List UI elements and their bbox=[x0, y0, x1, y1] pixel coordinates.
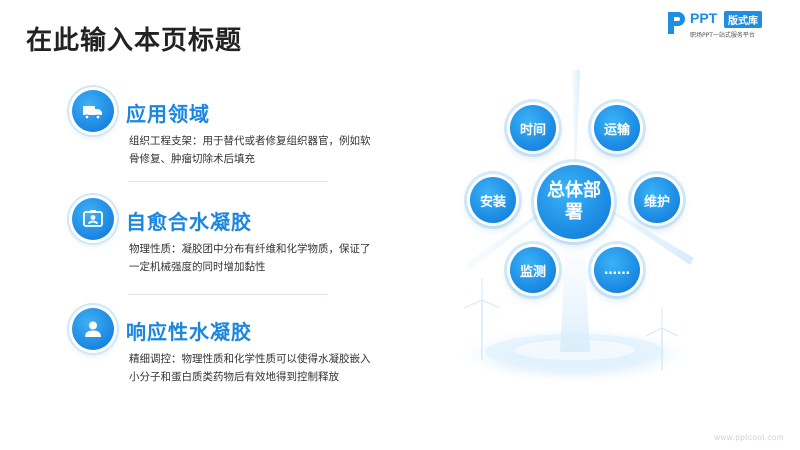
feature-heading: 应用领域 bbox=[126, 102, 210, 126]
node-time: 时间 bbox=[510, 105, 556, 151]
divider bbox=[128, 294, 328, 295]
node-install: 安装 bbox=[470, 177, 516, 223]
user-icon bbox=[72, 308, 114, 350]
feature-heading: 自愈合水凝胶 bbox=[126, 210, 252, 234]
logo: PPT 版式库 职场PPT一站式服务平台 bbox=[666, 8, 786, 44]
feature-heading: 响应性水凝胶 bbox=[126, 320, 252, 344]
deployment-diagram: 时间 运输 安装 总体部署 维护 监测 …… bbox=[440, 60, 710, 390]
logo-ppt-text: PPT bbox=[690, 10, 718, 26]
watermark: www.pptcool.com bbox=[714, 433, 784, 442]
feature-description: 精细调控：物理性质和化学性质可以使得水凝胶嵌入小分子和蛋白质类药物后有效地得到控… bbox=[129, 353, 371, 383]
feature-description: 组织工程支架：用于替代或者修复组织器官，例如软骨修复、肿瘤切除术后填充 bbox=[129, 135, 371, 165]
node-monitor: 监测 bbox=[510, 247, 556, 293]
logo-tagline: 职场PPT一站式服务平台 bbox=[690, 32, 755, 39]
node-center-deployment: 总体部署 bbox=[537, 165, 611, 239]
node-more: …… bbox=[594, 247, 640, 293]
logo-p-icon bbox=[668, 12, 685, 34]
node-transport: 运输 bbox=[594, 105, 640, 151]
page-title: 在此输入本页标题 bbox=[26, 26, 243, 56]
divider bbox=[128, 181, 328, 182]
id-card-icon bbox=[72, 198, 114, 240]
feature-description: 物理性质：凝胶团中分布有纤维和化学物质，保证了一定机械强度的同时增加黏性 bbox=[129, 243, 371, 273]
logo-badge: 版式库 bbox=[724, 11, 762, 28]
truck-icon bbox=[72, 90, 114, 132]
node-maintain: 维护 bbox=[634, 177, 680, 223]
